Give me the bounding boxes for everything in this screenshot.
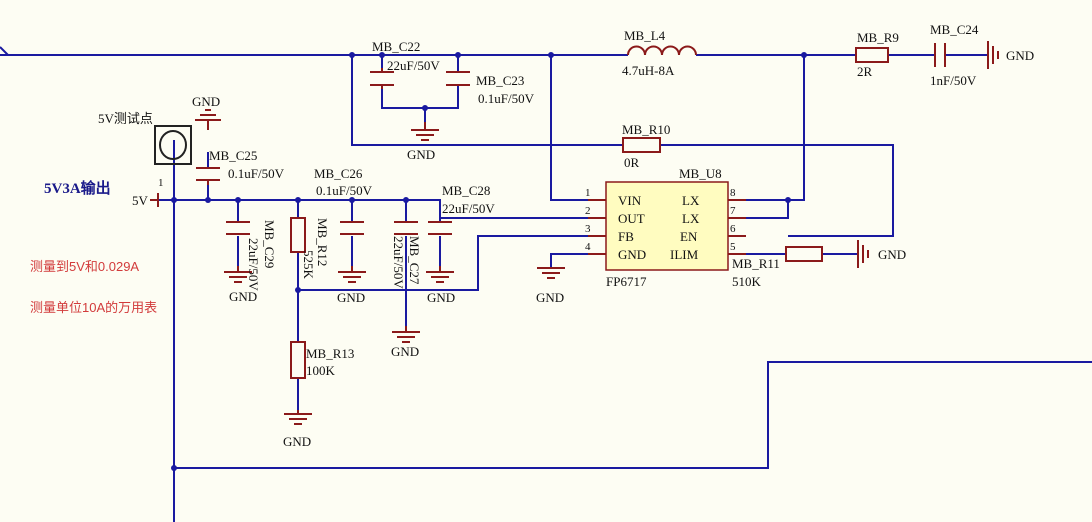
port-5v-icon <box>150 193 159 207</box>
capacitor-c23 <box>446 71 470 86</box>
gnd-text: GND <box>229 289 257 304</box>
label-c29: MB_C29 <box>262 220 277 268</box>
pin-name-ilim: ILIM <box>670 247 699 262</box>
label-test-point: 5V测试点 <box>98 111 153 126</box>
value-c29: 22uF/50V <box>246 238 261 291</box>
pin-num-1: 1 <box>585 187 591 199</box>
label-c28: MB_C28 <box>442 183 490 198</box>
resistor-r13 <box>290 341 306 379</box>
pin-num-6: 6 <box>730 223 736 235</box>
gnd-text: GND <box>337 290 365 305</box>
capacitor-c25 <box>196 167 220 185</box>
pin-name-fb: FB <box>618 229 634 244</box>
gnd-r11-icon <box>857 240 869 268</box>
label-r13: MB_R13 <box>306 346 354 361</box>
tp-pin-num: 1 <box>158 177 164 189</box>
wires <box>0 46 1092 522</box>
gnd-text: GND <box>1006 48 1034 63</box>
label-r10: MB_R10 <box>622 122 670 137</box>
pin-num-5: 5 <box>730 241 736 253</box>
value-l4: 4.7uH-8A <box>622 63 675 78</box>
gnd-text: GND <box>391 344 419 359</box>
gnd-text: GND <box>427 290 455 305</box>
value-r11: 510K <box>732 274 762 289</box>
gnd-c24-icon <box>987 41 999 69</box>
pin-name-gnd: GND <box>618 247 646 262</box>
value-c23: 0.1uF/50V <box>478 91 535 106</box>
gnd-c29-icon <box>224 266 252 283</box>
pin-name-out: OUT <box>618 211 645 226</box>
label-c26: MB_C26 <box>314 166 363 181</box>
test-point-5v <box>154 125 192 165</box>
pin-num-3: 3 <box>585 223 591 235</box>
label-u8: MB_U8 <box>679 166 722 181</box>
gnd-symbols <box>195 109 565 425</box>
value-c24: 1nF/50V <box>930 73 977 88</box>
capacitor-c22 <box>370 68 394 89</box>
label-c23: MB_C23 <box>476 73 524 88</box>
label-l4: MB_L4 <box>624 28 666 43</box>
inductor-l4 <box>627 45 697 56</box>
net-label-5v: 5V <box>132 193 149 208</box>
label-c24: MB_C24 <box>930 22 979 37</box>
value-c22: 22uF/50V <box>387 58 440 73</box>
gnd-text: GND <box>283 434 311 449</box>
value-r10: 0R <box>624 155 640 170</box>
output-title: 5V3A输出 <box>44 179 111 197</box>
value-r12: 525K <box>301 250 316 280</box>
capacitor-c28 <box>428 221 452 235</box>
pin-name-lx1: LX <box>682 193 700 208</box>
pin-num-7: 7 <box>730 205 736 217</box>
capacitor-c27 <box>394 221 418 235</box>
value-c25: 0.1uF/50V <box>228 166 285 181</box>
pin-name-en: EN <box>680 229 698 244</box>
pin-name-lx2: LX <box>682 211 700 226</box>
gnd-c27-icon <box>392 326 420 343</box>
label-r11: MB_R11 <box>732 256 780 271</box>
value-r9: 2R <box>857 64 873 79</box>
labels: MB_C22 22uF/50V MB_C23 0.1uF/50V GND MB_… <box>30 22 1034 449</box>
pin-num-4: 4 <box>585 241 591 253</box>
gnd-text: GND <box>536 290 564 305</box>
part-u8: FP6717 <box>606 274 647 289</box>
label-c27: MB_C27 <box>407 236 422 285</box>
resistor-r10 <box>622 137 661 153</box>
gnd-ic-icon <box>537 267 565 279</box>
capacitor-c26 <box>340 221 364 235</box>
junctions <box>171 52 807 471</box>
resistor-r12 <box>290 217 306 253</box>
ic-fp6717 <box>588 181 746 271</box>
gnd-c28-icon <box>426 266 454 283</box>
value-c27: 22uF/50V <box>391 236 406 289</box>
label-c22: MB_C22 <box>372 39 420 54</box>
resistor-r9 <box>855 47 889 63</box>
capacitor-c24 <box>934 43 946 67</box>
gnd-text: GND <box>407 147 435 162</box>
gnd-c26-icon <box>338 266 366 283</box>
label-r9: MB_R9 <box>857 30 899 45</box>
pin-num-8: 8 <box>730 187 736 199</box>
value-c26: 0.1uF/50V <box>316 183 373 198</box>
capacitor-c29 <box>226 221 250 235</box>
gnd-tp-icon <box>195 109 221 130</box>
gnd-r13-icon <box>284 410 312 425</box>
resistor-r11 <box>785 246 823 262</box>
gnd-text: GND <box>878 247 906 262</box>
label-r12: MB_R12 <box>315 218 330 266</box>
label-c25: MB_C25 <box>209 148 257 163</box>
value-c28: 22uF/50V <box>442 201 495 216</box>
gnd-c22-icon <box>411 122 439 141</box>
gnd-text: GND <box>192 94 220 109</box>
pin-name-vin: VIN <box>618 193 642 208</box>
gnd-horizontal-symbols <box>857 41 999 268</box>
pin-num-2: 2 <box>585 205 591 217</box>
value-r13: 100K <box>306 363 336 378</box>
note-measurement: 测量到5V和0.029A <box>30 259 139 274</box>
note-meter: 测量单位10A的万用表 <box>30 300 157 315</box>
